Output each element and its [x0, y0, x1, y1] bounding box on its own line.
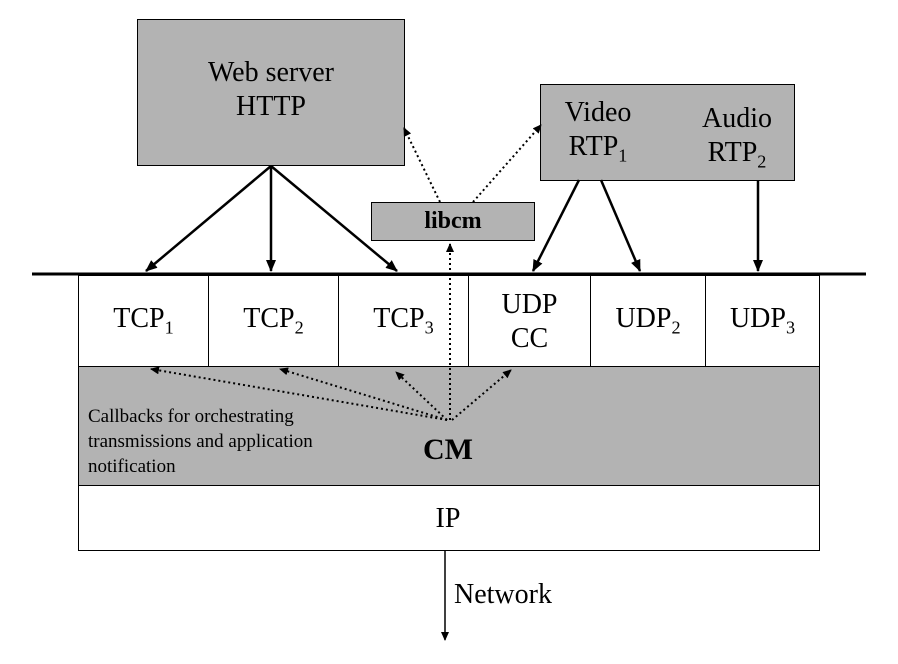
video-title: Video [564, 97, 632, 128]
udp-cc-name: UDP [501, 289, 558, 320]
udp3-label: UDP3 [729, 303, 796, 338]
udp-cc-line2: CC [510, 322, 549, 354]
media-app-box [540, 84, 795, 181]
arrow-web-to-tcp3 [270, 165, 398, 272]
web-server-protocol: HTTP [236, 90, 306, 122]
audio-label: Audio RTP2 [687, 102, 787, 171]
arrow-cm-to-tcp3 [395, 371, 448, 421]
udp3-cell [705, 275, 820, 367]
udp-cc-cell [468, 275, 591, 367]
tcp3-label: TCP3 [373, 303, 434, 338]
cm-label: CM [423, 433, 473, 466]
ip-layer [78, 485, 820, 551]
libcm-label: libcm [424, 208, 482, 234]
cm-callbacks-text: Callbacks for orchestrating transmission… [88, 404, 313, 479]
tcp3-cell [338, 275, 469, 367]
arrow-video-to-udpcc [531, 179, 581, 272]
cm-layer [78, 366, 820, 486]
callbacks-line-2: transmissions and application [88, 431, 313, 453]
audio-title: Audio [702, 103, 772, 134]
video-protocol: RTP1 [568, 130, 628, 165]
web-server-label: Web server HTTP [137, 56, 405, 123]
libcm-box [371, 202, 535, 241]
udp2-label: UDP2 [615, 303, 681, 338]
callbacks-line-1: Callbacks for orchestrating [88, 406, 294, 427]
udp-cc-label: UDP CC [468, 288, 591, 355]
arrow-web-to-tcp1 [145, 165, 272, 272]
callbacks-line-3: notification [88, 456, 176, 478]
tcp2-label: TCP2 [243, 303, 304, 338]
arrow-cm-to-tcp2 [279, 367, 448, 421]
arrow-cm-to-tcp1 [150, 366, 448, 421]
tcp1-cell [78, 275, 209, 367]
audio-protocol: RTP2 [707, 136, 767, 171]
arrow-libcm-to-web [403, 127, 441, 203]
network-label: Network [454, 579, 552, 610]
tcp1-label: TCP1 [113, 303, 174, 338]
arrow-video-to-udp2 [599, 179, 642, 272]
ip-label: IP [435, 503, 461, 534]
video-label: Video RTP1 [548, 96, 648, 165]
arrow-cm-to-udpcc [451, 369, 512, 421]
arrow-libcm-to-video [472, 124, 542, 203]
web-server-box [137, 19, 405, 166]
web-server-title: Web server [207, 57, 334, 88]
